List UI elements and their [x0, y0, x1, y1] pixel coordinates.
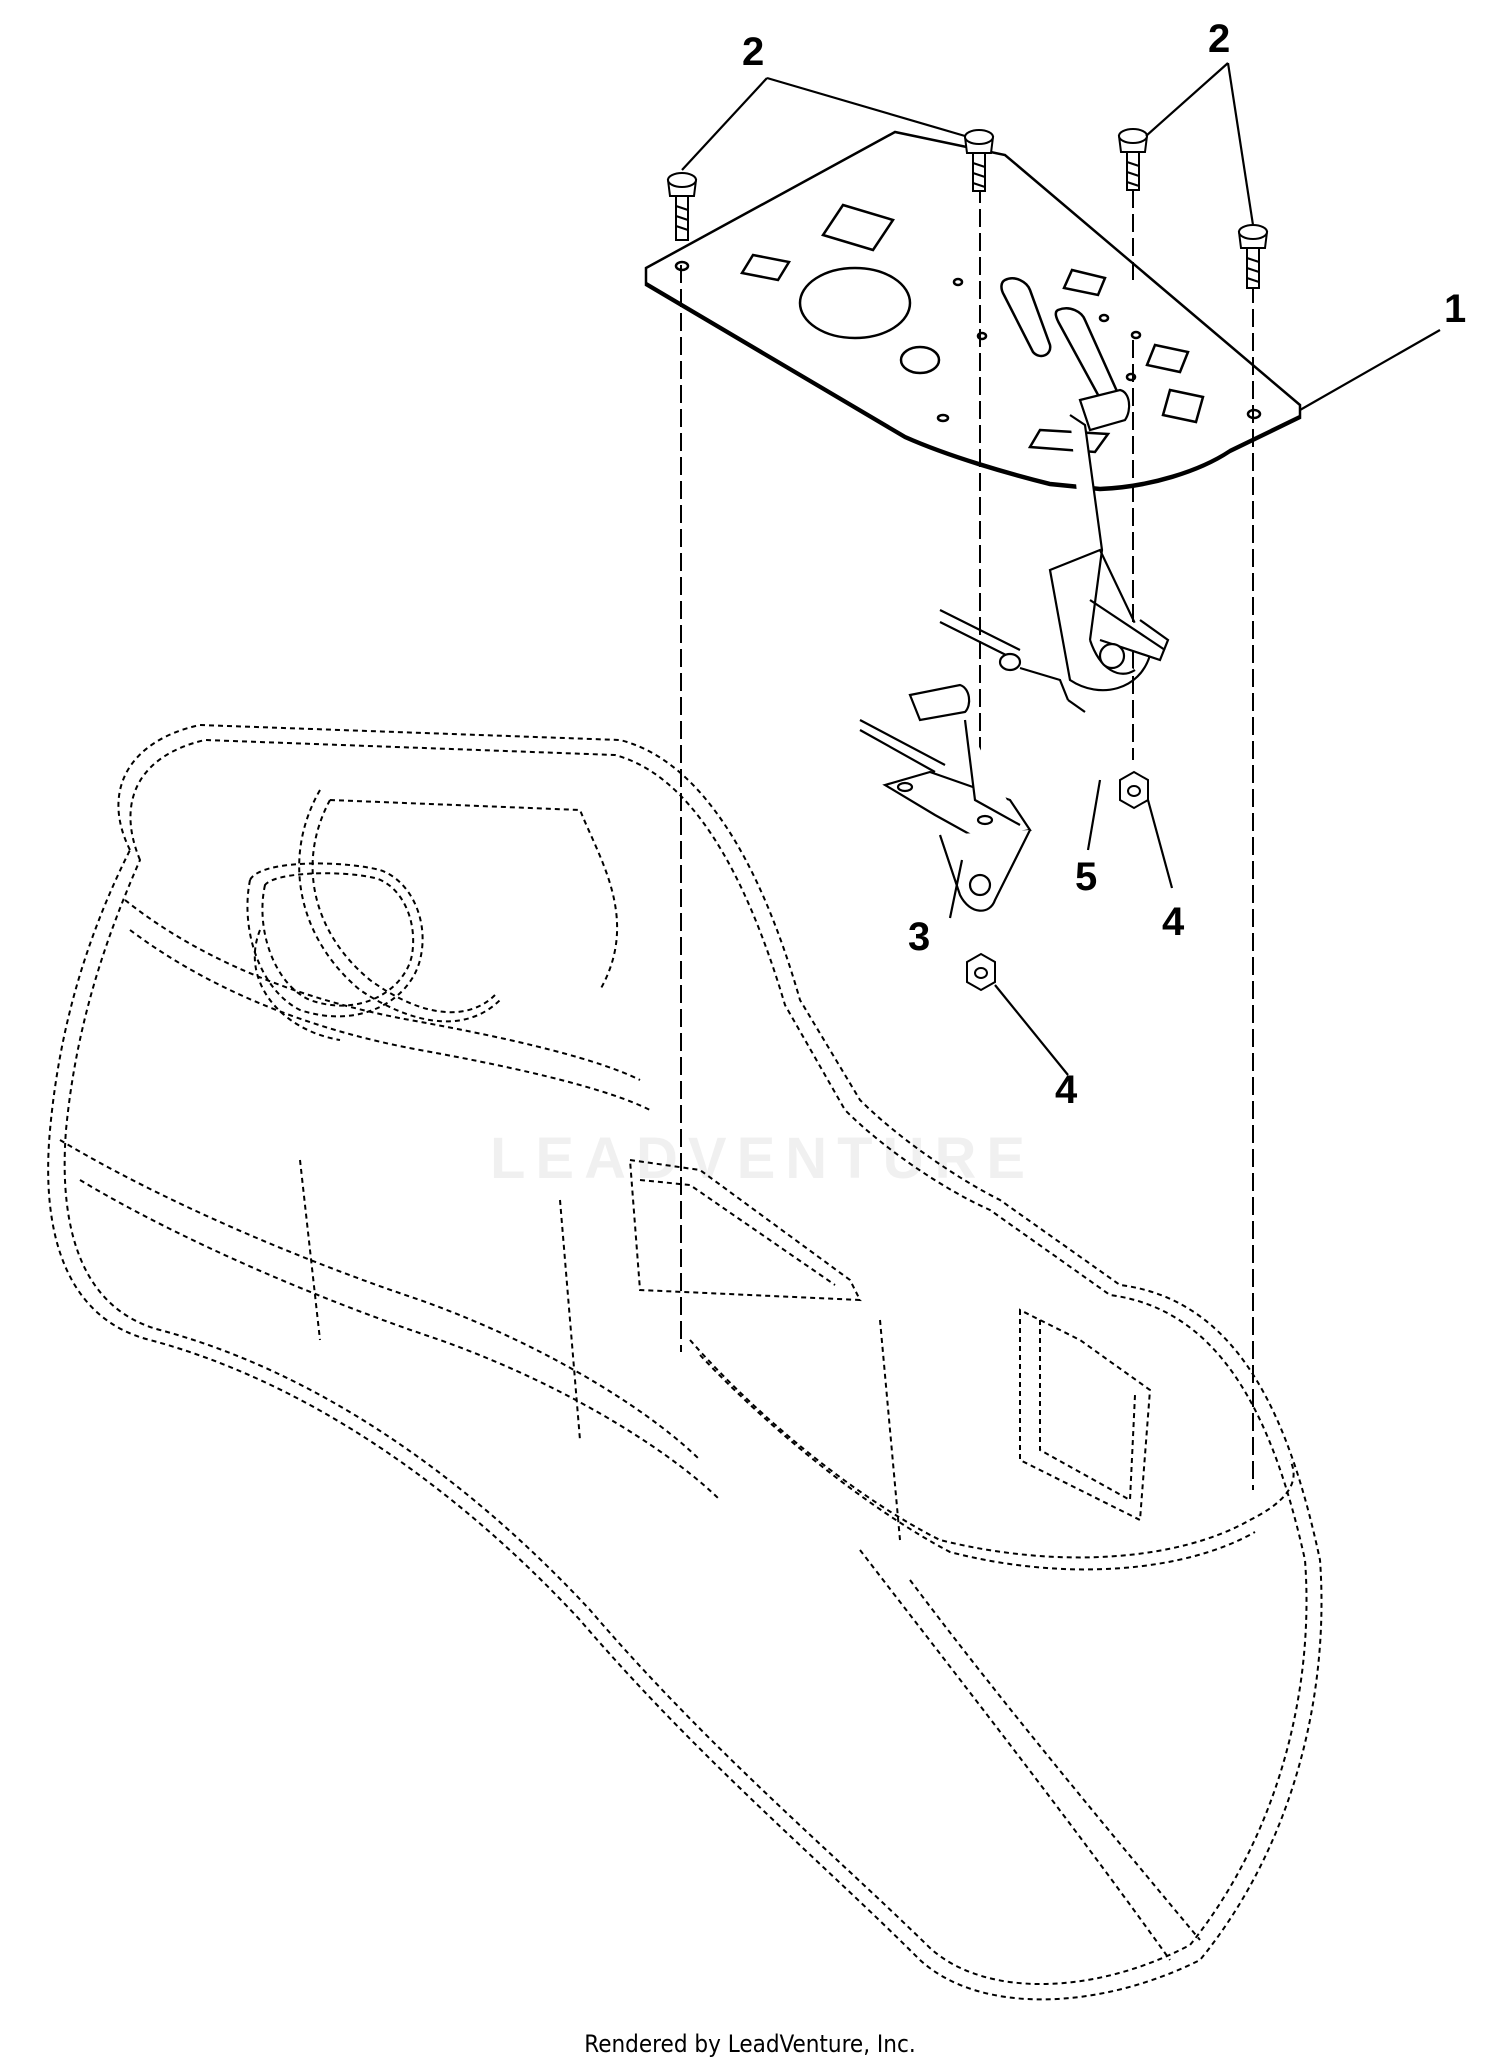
leader-lines	[681, 62, 1441, 1076]
callout-5: 5	[1075, 855, 1097, 899]
footer-credit: Rendered by LeadVenture, Inc.	[584, 2030, 916, 2058]
callout-4-bottom: 4	[1055, 1068, 1078, 1112]
lever-bracket-5	[939, 388, 1170, 713]
callout-labels: 2 2 1 5 4 3 4	[742, 17, 1466, 1112]
screw-1	[666, 172, 698, 241]
screw-2	[963, 129, 995, 192]
callout-2-right: 2	[1208, 17, 1230, 61]
lock-nut-2	[966, 952, 996, 992]
lock-nut-1	[1119, 770, 1149, 810]
callout-2-left: 2	[742, 30, 764, 74]
lever-bracket-3	[859, 683, 1032, 912]
callout-3: 3	[908, 915, 930, 959]
watermark: LEADVENTURE	[490, 1126, 1036, 1191]
callout-4-right: 4	[1162, 900, 1185, 944]
console-housing	[47, 723, 1323, 2001]
callout-1: 1	[1444, 287, 1466, 331]
lock-nuts	[966, 770, 1149, 992]
screw-3	[1117, 128, 1149, 191]
screws	[666, 128, 1269, 289]
screw-4	[1237, 224, 1269, 289]
